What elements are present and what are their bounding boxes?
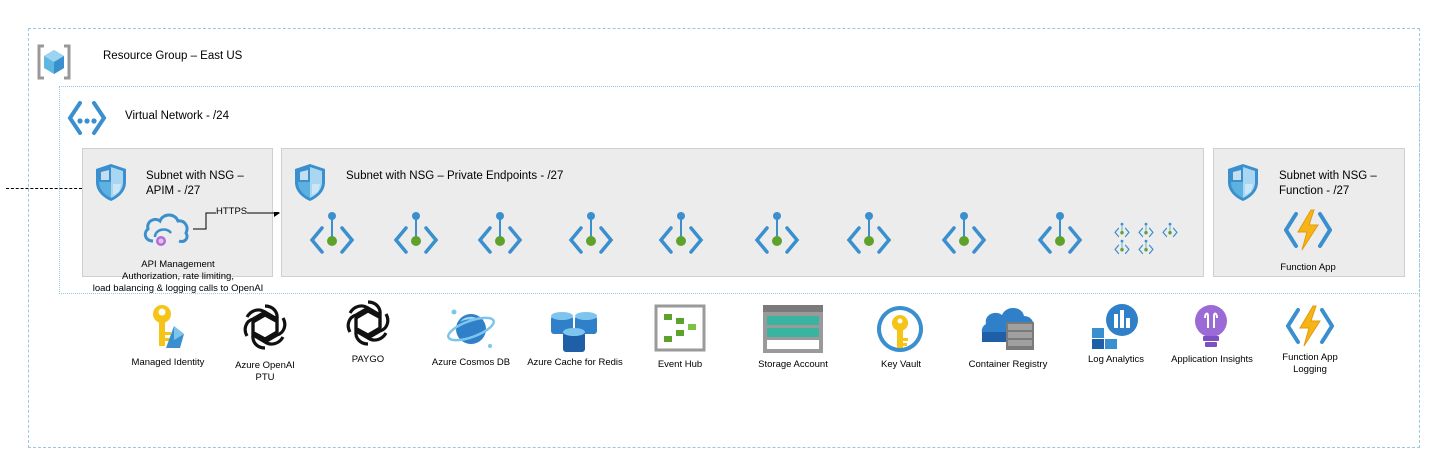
openai-icon (240, 302, 290, 357)
service-label-redis-cache: Azure Cache for Redis (527, 357, 623, 368)
storage-account-icon (762, 304, 824, 359)
private-endpoint-icon (474, 210, 526, 262)
private-endpoint-icon (1110, 222, 1182, 258)
virtual-network-boundary (59, 86, 1420, 294)
private-endpoint-icon (843, 210, 895, 262)
nsg-shield-icon (1225, 162, 1261, 207)
application-insights-icon (1193, 304, 1229, 355)
service-label-event-hub: Event Hub (657, 359, 703, 370)
service-label-key-vault: Key Vault (881, 359, 921, 370)
service-label-managed-identity: Managed Identity (131, 357, 205, 368)
resource-group-label: Resource Group – East US (103, 50, 243, 62)
service-label-container-registry: Container Registry (968, 359, 1048, 370)
private-endpoint-icon (306, 210, 358, 262)
private-endpoint-icon (938, 210, 990, 262)
service-label-storage-account: Storage Account (758, 359, 828, 370)
api-management-icon (141, 207, 191, 254)
service-label-function-app-logging: Function App Logging (1282, 352, 1338, 375)
service-label-azure-openai-ptu: Azure OpenAI PTU (235, 360, 295, 383)
key-vault-icon (875, 304, 925, 359)
subnet-function-label: Subnet with NSG – Function - /27 (1279, 170, 1377, 197)
openai-icon (343, 298, 393, 353)
function-app-icon (1284, 208, 1332, 257)
private-endpoint-icon (390, 210, 442, 262)
redis-cache-icon (549, 312, 599, 359)
service-label-paygo: PAYGO (351, 354, 385, 365)
function-app-icon (1286, 304, 1334, 353)
function-app-label: Function App (1280, 262, 1336, 273)
service-label-application-insights: Application Insights (1171, 354, 1253, 365)
virtual-network-label: Virtual Network - /24 (125, 110, 229, 122)
event-hub-icon (654, 304, 706, 357)
https-label: HTTPS (216, 206, 248, 218)
api-management-label: API Management Authorization, rate limit… (92, 259, 264, 294)
virtual-network-icon (67, 99, 107, 142)
nsg-shield-icon (93, 162, 129, 207)
private-endpoint-icon (751, 210, 803, 262)
log-analytics-icon (1090, 302, 1142, 355)
container-registry-icon (978, 302, 1038, 359)
subnet-private-endpoints (281, 148, 1204, 277)
managed-identity-icon (146, 302, 190, 357)
cosmos-db-icon (446, 306, 496, 357)
private-endpoint-icon (565, 210, 617, 262)
nsg-shield-icon (292, 162, 328, 207)
service-label-log-analytics: Log Analytics (1088, 354, 1144, 365)
private-endpoint-icon (1034, 210, 1086, 262)
subnet-private-endpoints-label: Subnet with NSG – Private Endpoints - /2… (346, 170, 564, 182)
service-label-cosmos-db: Azure Cosmos DB (431, 357, 511, 368)
subnet-apim-label: Subnet with NSG – APIM - /27 (146, 170, 244, 197)
private-endpoint-icon (655, 210, 707, 262)
external-connector-line (6, 188, 82, 189)
resource-group-icon (36, 42, 72, 87)
